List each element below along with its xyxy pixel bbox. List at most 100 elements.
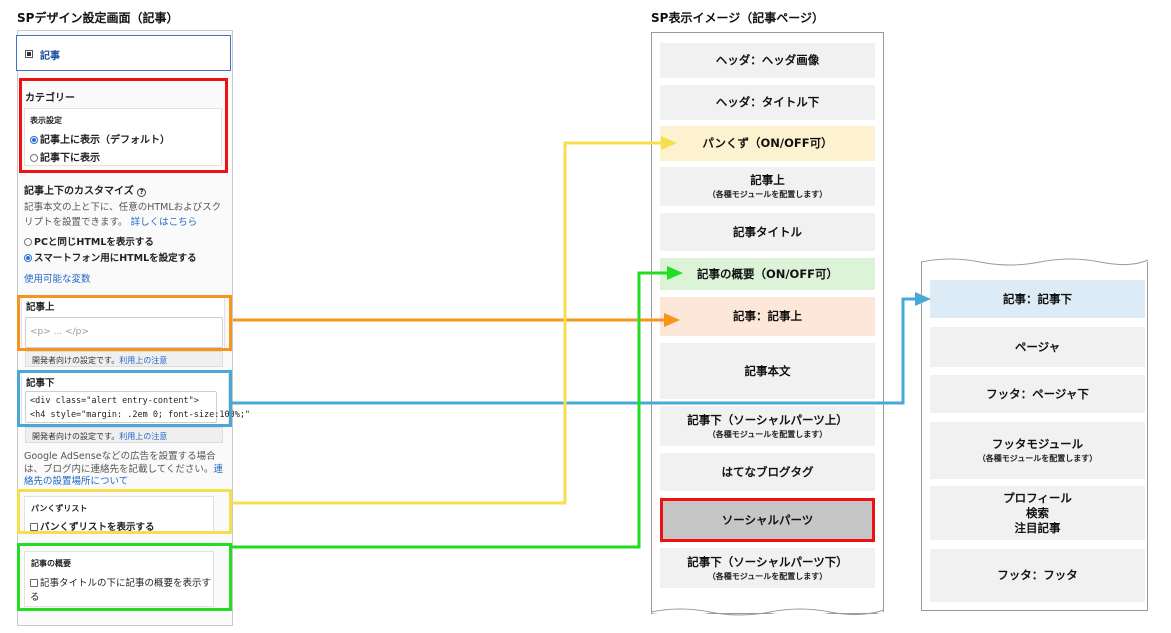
below-article-title: 記事下 — [26, 378, 55, 389]
radio-selected-icon[interactable] — [30, 136, 38, 144]
customize-description-1: 記事本文の上と下に、任意のHTMLおよびスク — [24, 202, 222, 213]
category-option-above[interactable]: 記事上に表示（デフォルト） — [30, 131, 170, 146]
block-footer-module: フッタモジュール（各種モジュールを配置します） — [930, 422, 1145, 479]
breadcrumb-title: パンくずリスト — [31, 504, 88, 513]
below-article-textarea[interactable]: <div class="alert entry-content"> <h4 st… — [25, 391, 251, 423]
summary-box — [24, 551, 214, 607]
block-label: ヘッダ：タイトル下 — [715, 95, 820, 109]
block-label: 記事：記事下 — [1003, 291, 1072, 306]
arrow-breadcrumb — [232, 136, 677, 505]
block-header-below-title: ヘッダ：タイトル下 — [660, 85, 875, 120]
code-line-1: <div class="alert entry-content"> — [30, 396, 199, 406]
block-label: 注目記事 — [1014, 520, 1061, 535]
details-link[interactable]: 詳しくはこちら — [130, 217, 198, 228]
category-option-below[interactable]: 記事下に表示 — [30, 149, 100, 164]
category-option-above-label: 記事上に表示（デフォルト） — [40, 135, 170, 146]
category-title: カテゴリー — [25, 93, 75, 104]
block-label: 記事上 — [750, 173, 785, 187]
block-breadcrumb: パンくず（ON/OFF可） — [660, 126, 875, 161]
block-article-title: 記事タイトル — [660, 213, 875, 251]
block-label: フッタモジュール — [991, 437, 1084, 451]
block-label: 記事：記事上 — [733, 309, 802, 323]
block-label: はてなブログタグ — [721, 464, 814, 479]
dev-note-text: 開発者向けの設定です。 — [32, 432, 120, 441]
arrow-summary — [232, 266, 683, 549]
arrow-above-article — [233, 313, 680, 327]
radio-icon[interactable] — [24, 238, 32, 246]
block-below-social-below: 記事下（ソーシャルパーツ下）（各種モジュールを配置します） — [660, 548, 875, 588]
checkbox-icon[interactable] — [30, 579, 38, 587]
block-label: プロフィール — [1003, 490, 1072, 505]
torn-edge-top-line — [920, 258, 1149, 266]
above-article-dev-note: 開発者向けの設定です。利用上の注意 — [25, 351, 223, 367]
display-setting-label: 表示設定 — [30, 116, 62, 125]
question-circle-icon[interactable]: ? — [137, 188, 147, 197]
customize-title-text: 記事上下のカスタマイズ — [24, 186, 134, 197]
customize-title: 記事上下のカスタマイズ ? — [24, 182, 147, 197]
adsense-note-1: Google AdSenseなどの広告を設置する場合 — [24, 451, 216, 462]
radio-icon[interactable] — [30, 154, 38, 162]
summary-checkbox[interactable]: 記事タイトルの下に記事の概要を表示す — [30, 575, 211, 589]
block-article-body: 記事本文 — [660, 343, 875, 399]
block-label: 記事の概要（ON/OFF可） — [696, 266, 839, 281]
block-article-summary: 記事の概要（ON/OFF可） — [660, 258, 875, 290]
torn-edge-bottom — [651, 611, 884, 633]
summary-checkbox-cont: る — [30, 592, 40, 603]
arrow-below-article — [232, 292, 931, 405]
block-label: ソーシャルパーツ — [721, 512, 814, 527]
block-footer-below-pager: フッタ：ページャ下 — [930, 375, 1145, 413]
block-profile-search-featured: プロフィール検索注目記事 — [930, 486, 1145, 540]
block-article-top: 記事上 （各種モジュールを配置します） — [660, 167, 875, 206]
preview-heading: SP表示イメージ（記事ページ） — [651, 11, 824, 25]
radio-selected-icon[interactable] — [24, 254, 32, 262]
block-label: フッタ：ページャ下 — [986, 386, 1089, 401]
breadcrumb-checkbox[interactable]: パンくずリストを表示する — [30, 519, 154, 533]
category-display-box — [24, 108, 222, 166]
adsense-note-2-text: は、ブログ内に連絡先を記載してください。 — [24, 464, 214, 475]
block-label: フッタ：フッタ — [997, 568, 1078, 582]
block-label: 記事タイトル — [733, 224, 802, 239]
block-label: ページャ — [1014, 339, 1061, 354]
block-sublabel: （各種モジュールを配置します） — [707, 190, 828, 199]
block-label: 記事下（ソーシャルパーツ下） — [687, 554, 848, 569]
block-header-image: ヘッダ：ヘッダ画像 — [660, 43, 875, 78]
block-label: パンくず（ON/OFF可） — [702, 136, 833, 150]
settings-screen-heading: SPデザイン設定画面（記事） — [17, 11, 179, 25]
available-variables-link[interactable]: 使用可能な変数 — [24, 274, 91, 285]
customize-option-pc-label: PCと同じHTMLを表示する — [34, 237, 154, 248]
block-label: 記事本文 — [744, 363, 791, 378]
usage-notes-link[interactable]: 利用上の注意 — [119, 432, 168, 441]
customize-option-pc[interactable]: PCと同じHTMLを表示する — [24, 234, 154, 248]
contact-placement-link[interactable]: 絡先の設置場所について — [24, 476, 129, 487]
breadcrumb-checkbox-label: パンくずリストを表示する — [40, 522, 155, 533]
customize-option-sp[interactable]: スマートフォン用にHTMLを設定する — [24, 250, 197, 264]
torn-edge-bottom-line — [650, 608, 885, 616]
customize-description-2: リプトを設置できます。 詳しくはこちら — [24, 214, 197, 228]
article-section-tab[interactable]: 記事 — [16, 35, 231, 71]
block-label: ヘッダ：ヘッダ画像 — [715, 53, 820, 67]
collapse-icon[interactable] — [25, 50, 33, 58]
block-below-social-above: 記事下（ソーシャルパーツ上） （各種モジュールを配置します） — [660, 406, 875, 446]
usage-notes-link[interactable]: 利用上の注意 — [119, 356, 168, 365]
summary-checkbox-label: 記事タイトルの下に記事の概要を表示す — [40, 578, 212, 589]
customize-option-sp-label: スマートフォン用にHTMLを設定する — [34, 253, 197, 264]
checkbox-icon[interactable] — [30, 523, 38, 531]
adsense-note-2: は、ブログ内に連絡先を記載してください。連 — [24, 461, 223, 475]
block-article-below: 記事：記事下 — [930, 280, 1145, 318]
customize-description-2-text: リプトを設置できます。 — [24, 217, 128, 228]
dev-note-text: 開発者向けの設定です。 — [32, 356, 120, 365]
above-article-title: 記事上 — [26, 302, 55, 313]
article-tab-label: 記事 — [40, 51, 60, 62]
torn-edge-top — [921, 252, 1148, 262]
block-label: 記事下（ソーシャルパーツ上） — [687, 412, 848, 427]
block-label: 検索 — [1026, 505, 1049, 520]
block-sublabel: （各種モジュールを配置します） — [707, 429, 828, 439]
block-footer-footer: フッタ：フッタ — [930, 549, 1145, 602]
contact-placement-link-start[interactable]: 連 — [213, 464, 223, 475]
code-line-2: <h4 style="margin: .2em 0; font-size:100… — [30, 410, 251, 420]
above-article-textarea[interactable]: <p> ... </p> — [25, 317, 223, 348]
block-article-above: 記事：記事上 — [660, 297, 875, 336]
below-article-dev-note: 開発者向けの設定です。利用上の注意 — [25, 427, 223, 443]
block-hatena-tags: はてなブログタグ — [660, 453, 875, 491]
